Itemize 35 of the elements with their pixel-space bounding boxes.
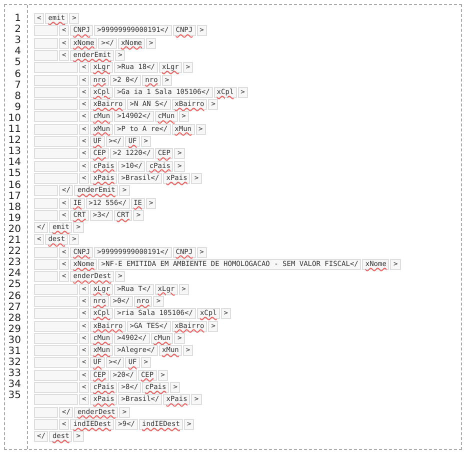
line-number: 24 xyxy=(7,268,21,280)
line-number: 25 xyxy=(7,279,21,290)
line-number: 5 xyxy=(14,57,21,68)
line-number: 19 xyxy=(7,212,21,224)
line-number: 4 xyxy=(14,46,21,58)
line-number: 2 xyxy=(14,24,21,36)
line-number: 6 xyxy=(14,68,21,80)
line-number: 21 xyxy=(7,235,21,246)
line-number: 30 xyxy=(7,334,21,346)
line-number: 18 xyxy=(7,202,21,213)
line-number: 7 xyxy=(14,80,21,91)
line-number: 32 xyxy=(7,357,21,368)
line-number: 3 xyxy=(14,35,21,46)
line-number: 29 xyxy=(7,324,21,335)
line-number: 15 xyxy=(7,168,21,180)
line-number: 14 xyxy=(7,157,21,168)
line-number: 9 xyxy=(14,102,21,113)
line-number: 12 xyxy=(7,135,21,146)
line-number: 22 xyxy=(7,246,21,258)
line-number: 20 xyxy=(7,224,21,235)
line-number: 11 xyxy=(7,124,21,135)
line-number: 27 xyxy=(7,302,21,313)
line-number: 23 xyxy=(7,257,21,268)
line-number: 10 xyxy=(7,112,21,124)
line-number: 8 xyxy=(14,90,21,102)
line-number: 26 xyxy=(7,290,21,302)
line-number: 16 xyxy=(7,180,21,190)
line-number: 13 xyxy=(7,146,21,158)
line-number: 28 xyxy=(7,312,21,324)
line-number: 31 xyxy=(7,346,21,357)
line-number: 1 xyxy=(14,13,21,24)
line-number: 17 xyxy=(7,190,21,202)
line-number: 35 xyxy=(7,390,21,402)
line-number: 33 xyxy=(7,368,21,380)
line-number: 34 xyxy=(7,379,21,390)
